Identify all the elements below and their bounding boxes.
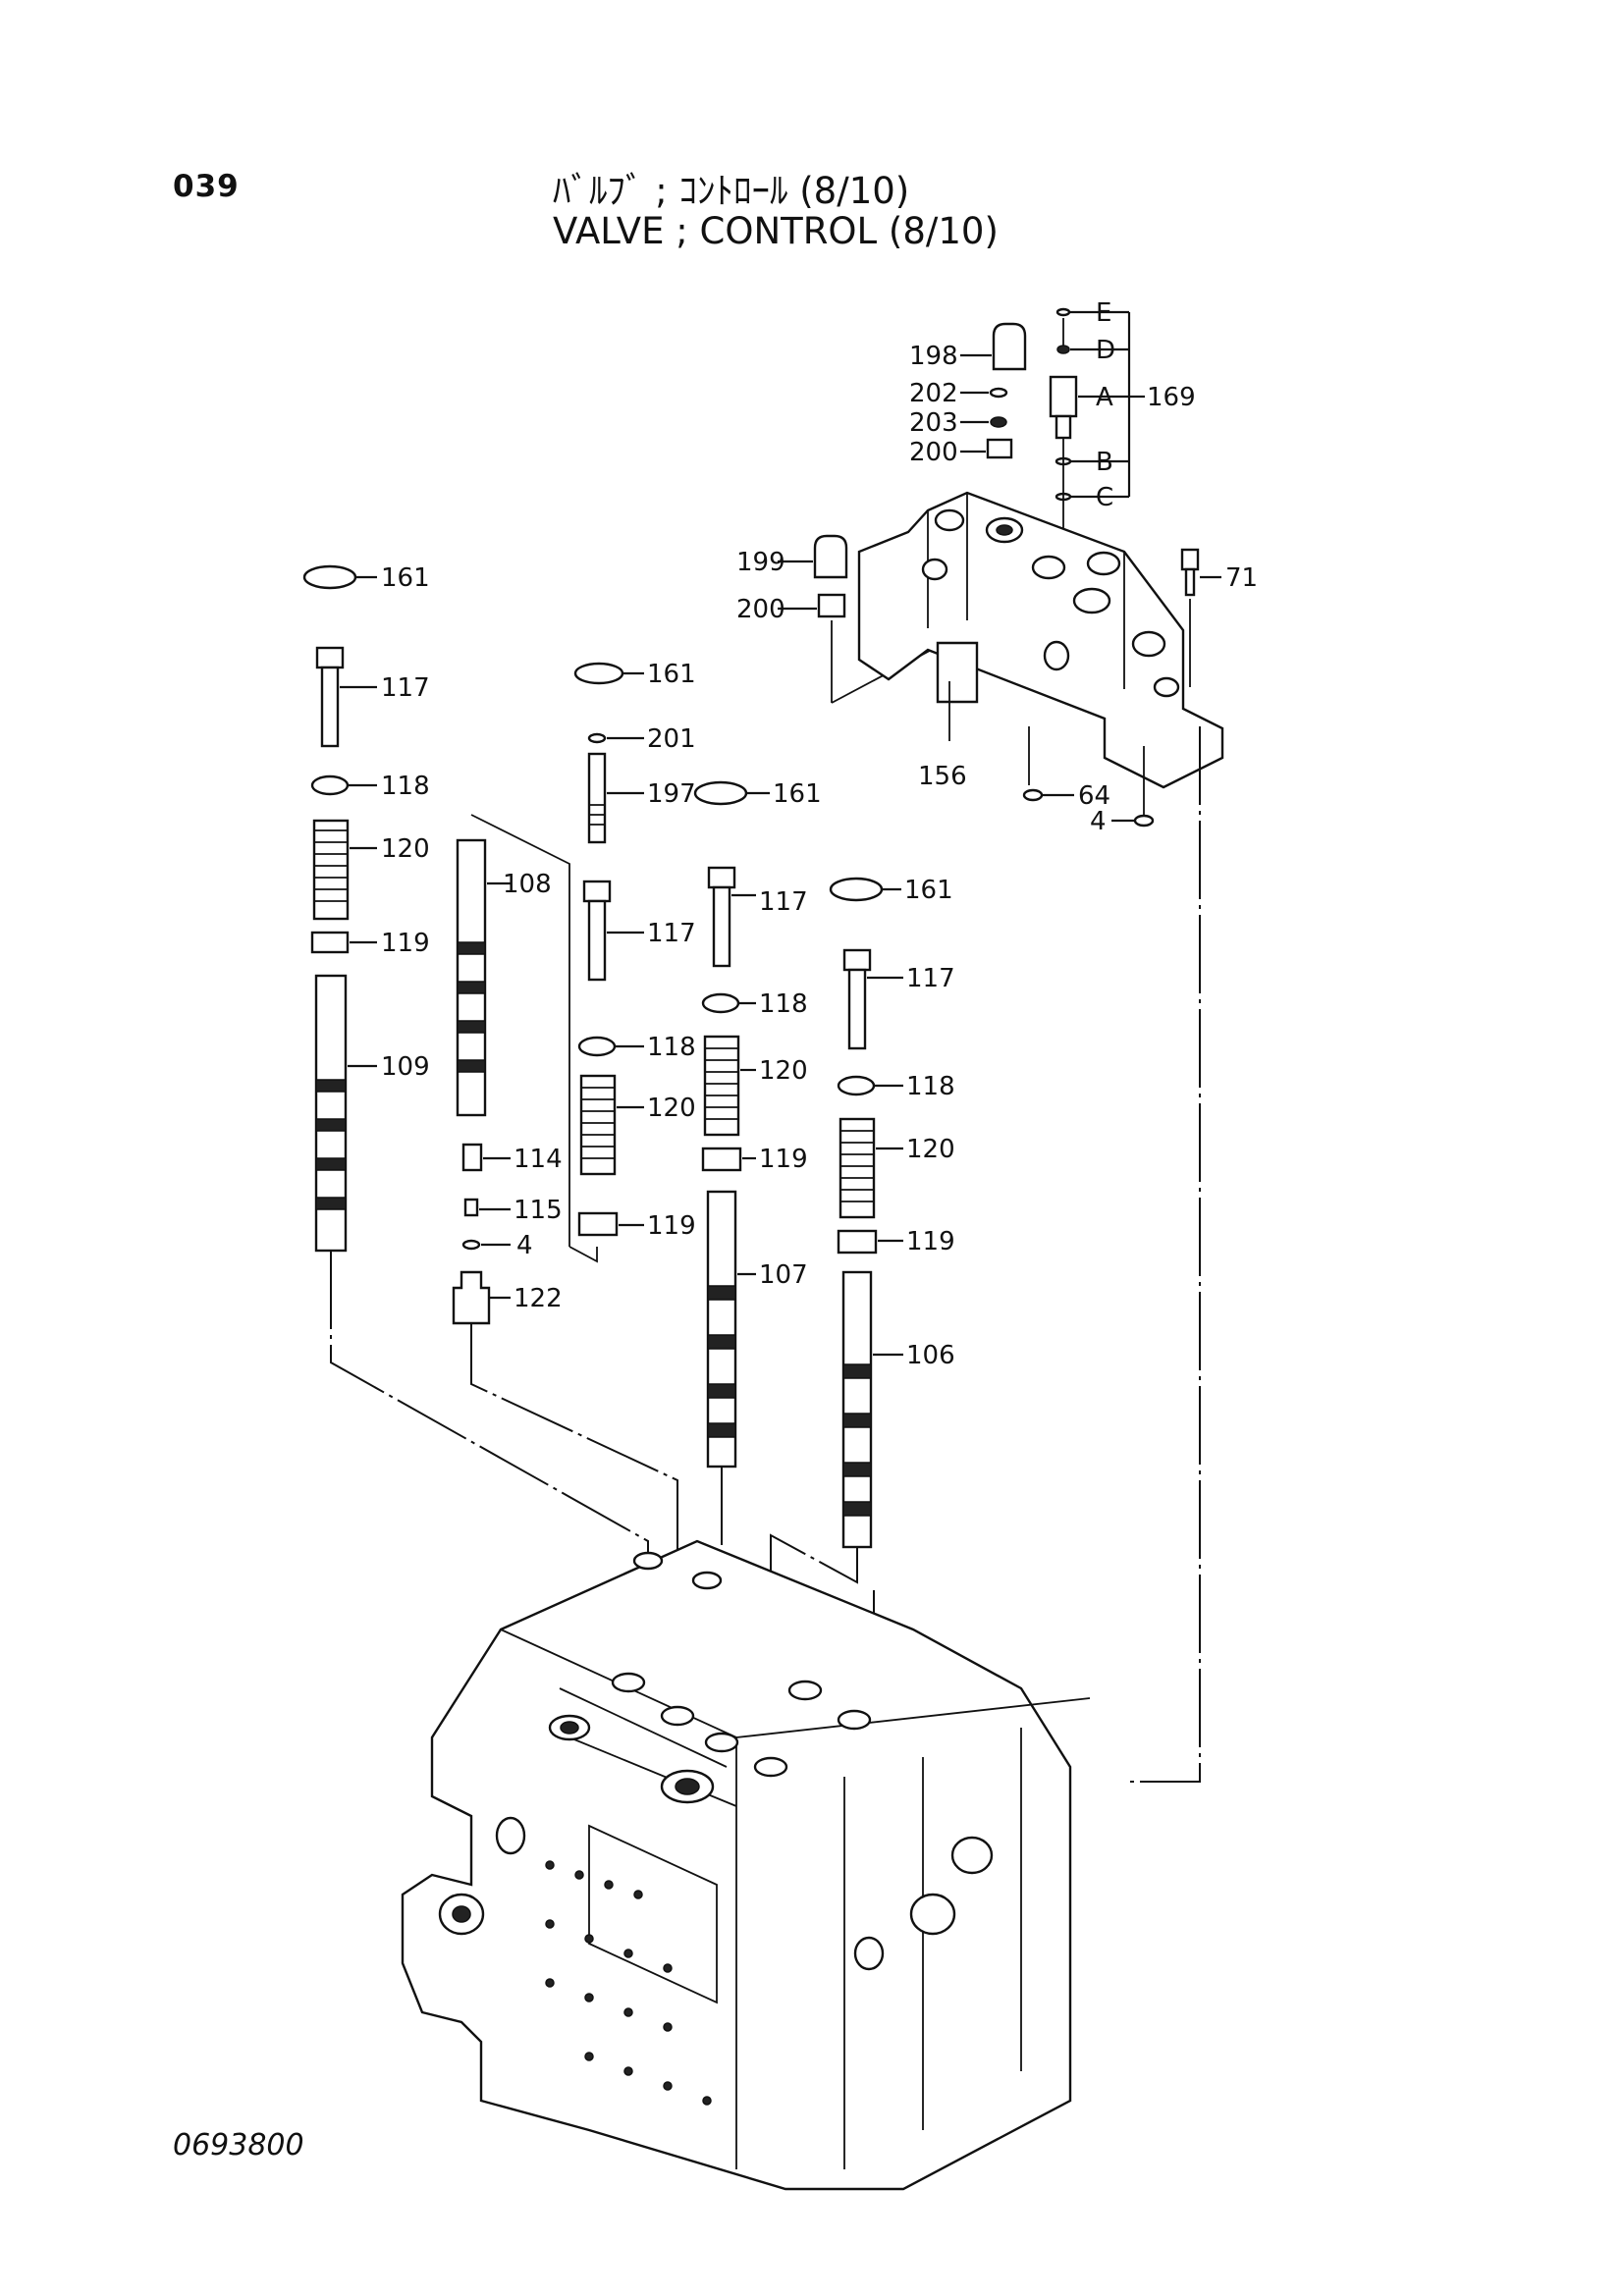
label-115: 115: [514, 1196, 563, 1225]
label-161: 161: [904, 876, 953, 905]
label-200: 200: [909, 438, 958, 467]
label-108: 108: [503, 870, 552, 899]
label-4: 4: [1090, 807, 1107, 836]
label-106: 106: [906, 1341, 955, 1370]
label-107: 107: [759, 1260, 808, 1290]
port-holes: [438, 1551, 994, 1971]
label-120: 120: [906, 1135, 955, 1164]
callout-labels: 198 202 203 200 199 200 156 64 4 71 169 …: [381, 298, 1258, 1370]
label-120: 120: [759, 1056, 808, 1086]
label-118: 118: [381, 772, 430, 801]
label-161: 161: [773, 779, 822, 809]
spool-column-106: [770, 877, 903, 1767]
spool-column-197: [568, 662, 644, 1263]
label-199: 199: [736, 548, 785, 577]
spool-column-107: [693, 780, 770, 1747]
label-119: 119: [381, 929, 430, 958]
face-bolt-holes: [545, 1860, 712, 2106]
label-118: 118: [647, 1033, 696, 1062]
label-119: 119: [759, 1145, 808, 1174]
page-number: 039: [173, 169, 240, 204]
spring-120: [312, 819, 350, 921]
title-japanese: ﾊﾞﾙﾌﾞ ; ｺﾝﾄﾛｰﾙ (8/10): [553, 170, 910, 212]
label-161: 161: [381, 563, 430, 593]
label-71: 71: [1225, 563, 1258, 593]
label-203: 203: [909, 408, 958, 438]
label-c: C: [1096, 483, 1113, 512]
label-e: E: [1096, 298, 1111, 328]
label-198: 198: [909, 342, 958, 371]
label-201: 201: [647, 724, 696, 754]
label-109: 109: [381, 1052, 430, 1082]
label-156: 156: [918, 762, 967, 791]
label-117: 117: [647, 919, 696, 948]
spool-column-109: [302, 564, 649, 1728]
label-4: 4: [516, 1231, 533, 1260]
label-117: 117: [759, 887, 808, 917]
label-a: A: [1096, 383, 1113, 412]
main-valve-body: [401, 1539, 1091, 2191]
label-118: 118: [759, 989, 808, 1019]
label-120: 120: [647, 1094, 696, 1123]
label-122: 122: [514, 1284, 563, 1313]
label-120: 120: [381, 834, 430, 864]
label-117: 117: [381, 673, 430, 703]
label-169: 169: [1147, 383, 1196, 412]
label-119: 119: [906, 1227, 955, 1256]
label-d: D: [1096, 336, 1115, 365]
cover-block-assembly: [778, 307, 1224, 1783]
label-161: 161: [647, 660, 696, 689]
label-114: 114: [514, 1145, 563, 1174]
title-english: VALVE ; CONTROL (8/10): [553, 210, 999, 252]
label-64: 64: [1078, 781, 1110, 811]
label-197: 197: [647, 779, 696, 809]
label-b: B: [1096, 448, 1113, 477]
document-number: 0693800: [173, 2128, 304, 2163]
label-200: 200: [736, 595, 785, 624]
label-117: 117: [906, 964, 955, 993]
label-202: 202: [909, 379, 958, 408]
label-119: 119: [647, 1211, 696, 1241]
label-118: 118: [906, 1072, 955, 1101]
